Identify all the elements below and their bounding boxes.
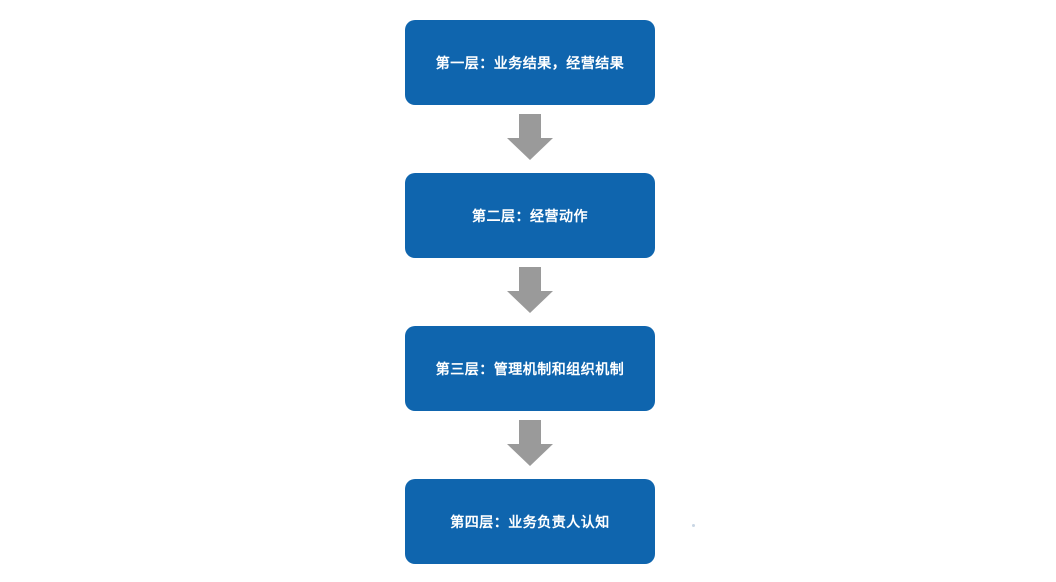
- arrow-3-graphic: [507, 420, 553, 466]
- layer-label-1: 第一层：业务结果，经营结果: [435, 55, 625, 72]
- down-arrow-icon: [505, 420, 555, 466]
- arrow-2-graphic: [507, 267, 553, 313]
- layer-label-4: 第四层：业务负责人认知: [450, 514, 610, 531]
- down-arrow-icon: [505, 114, 555, 160]
- down-arrow-icon: [505, 267, 555, 313]
- decorative-speck: [692, 524, 695, 527]
- layer-box-1: 第一层：业务结果，经营结果: [405, 20, 655, 105]
- layer-box-4: 第四层：业务负责人认知: [405, 479, 655, 564]
- layer-label-2: 第二层：经营动作: [472, 208, 588, 225]
- arrow-1-graphic: [507, 114, 553, 160]
- layer-label-3: 第三层：管理机制和组织机制: [435, 361, 625, 378]
- layer-box-2: 第二层：经营动作: [405, 173, 655, 258]
- layer-box-3: 第三层：管理机制和组织机制: [405, 326, 655, 411]
